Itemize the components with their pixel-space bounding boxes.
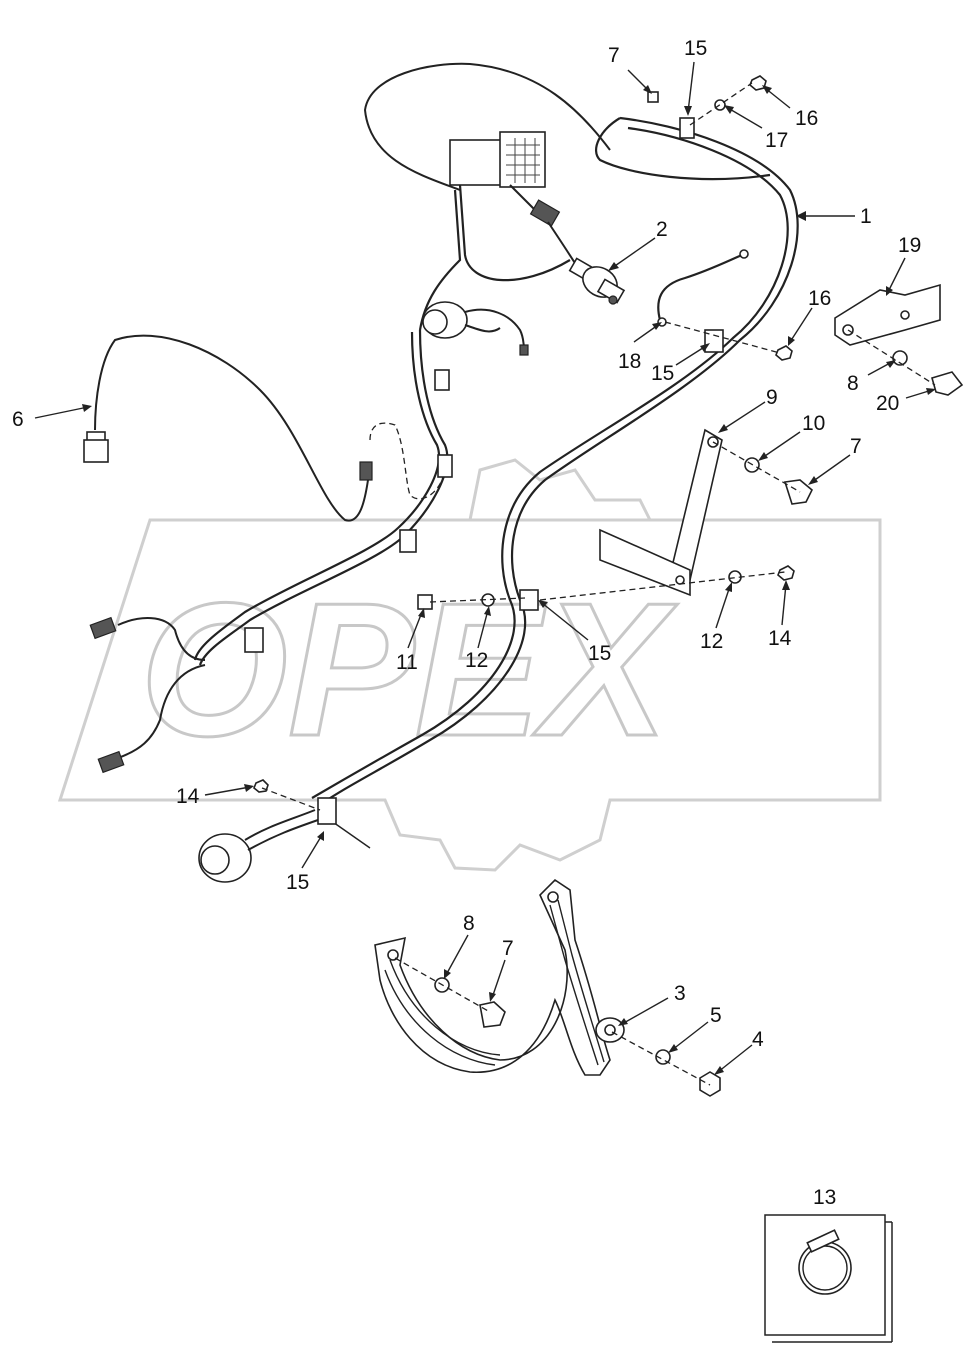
hardware	[253, 75, 964, 811]
callout-10: 10	[802, 412, 825, 435]
callout-1: 1	[860, 205, 872, 228]
watermark-gear-teeth	[468, 458, 652, 521]
callout-12: 12	[700, 630, 723, 653]
callout-9: 9	[766, 386, 778, 409]
callout-20: 20	[876, 392, 899, 415]
callout-15: 15	[286, 871, 309, 894]
left-branch-connectors	[89, 616, 206, 774]
callout-8: 8	[847, 372, 859, 395]
pressure-sensor	[547, 221, 626, 305]
callout-14: 14	[176, 785, 200, 808]
watermark-gear-outline	[57, 518, 882, 872]
detail-box-hose-clamp	[764, 1214, 893, 1343]
sensor-lead	[83, 334, 446, 522]
callout-5: 5	[710, 1004, 722, 1027]
callout-7: 7	[608, 44, 620, 67]
callout-4: 4	[752, 1028, 764, 1051]
callout-16: 16	[795, 107, 818, 130]
callout-labels: 7 15 16 17 1 2 19 16 18 15 8 20 6 9 10 7…	[12, 37, 921, 1209]
callout-8: 8	[463, 912, 475, 935]
callout-14: 14	[768, 627, 792, 650]
callout-3: 3	[674, 982, 686, 1005]
round-connector-mid	[422, 301, 529, 356]
callout-7: 7	[850, 435, 862, 458]
bracket	[599, 428, 723, 597]
callout-11: 11	[396, 651, 418, 674]
callout-17: 17	[765, 129, 788, 152]
harness-clips	[244, 117, 724, 825]
ground-strap	[374, 878, 721, 1097]
callout-13: 13	[813, 1186, 836, 1209]
callout-15: 15	[588, 642, 611, 665]
callout-18: 18	[618, 350, 641, 373]
callout-15: 15	[684, 37, 707, 60]
callout-12: 12	[465, 649, 488, 672]
ground-lead	[657, 249, 749, 327]
callout-6: 6	[12, 408, 24, 431]
junction-connector-block	[449, 131, 561, 227]
callout-15: 15	[651, 362, 674, 385]
callout-7: 7	[502, 937, 514, 960]
leader-lines	[34, 61, 936, 1075]
round-connector-bottom	[198, 809, 371, 883]
callout-2: 2	[656, 218, 668, 241]
callout-16: 16	[808, 287, 831, 310]
callout-19: 19	[898, 234, 921, 257]
main-harness	[193, 62, 799, 806]
